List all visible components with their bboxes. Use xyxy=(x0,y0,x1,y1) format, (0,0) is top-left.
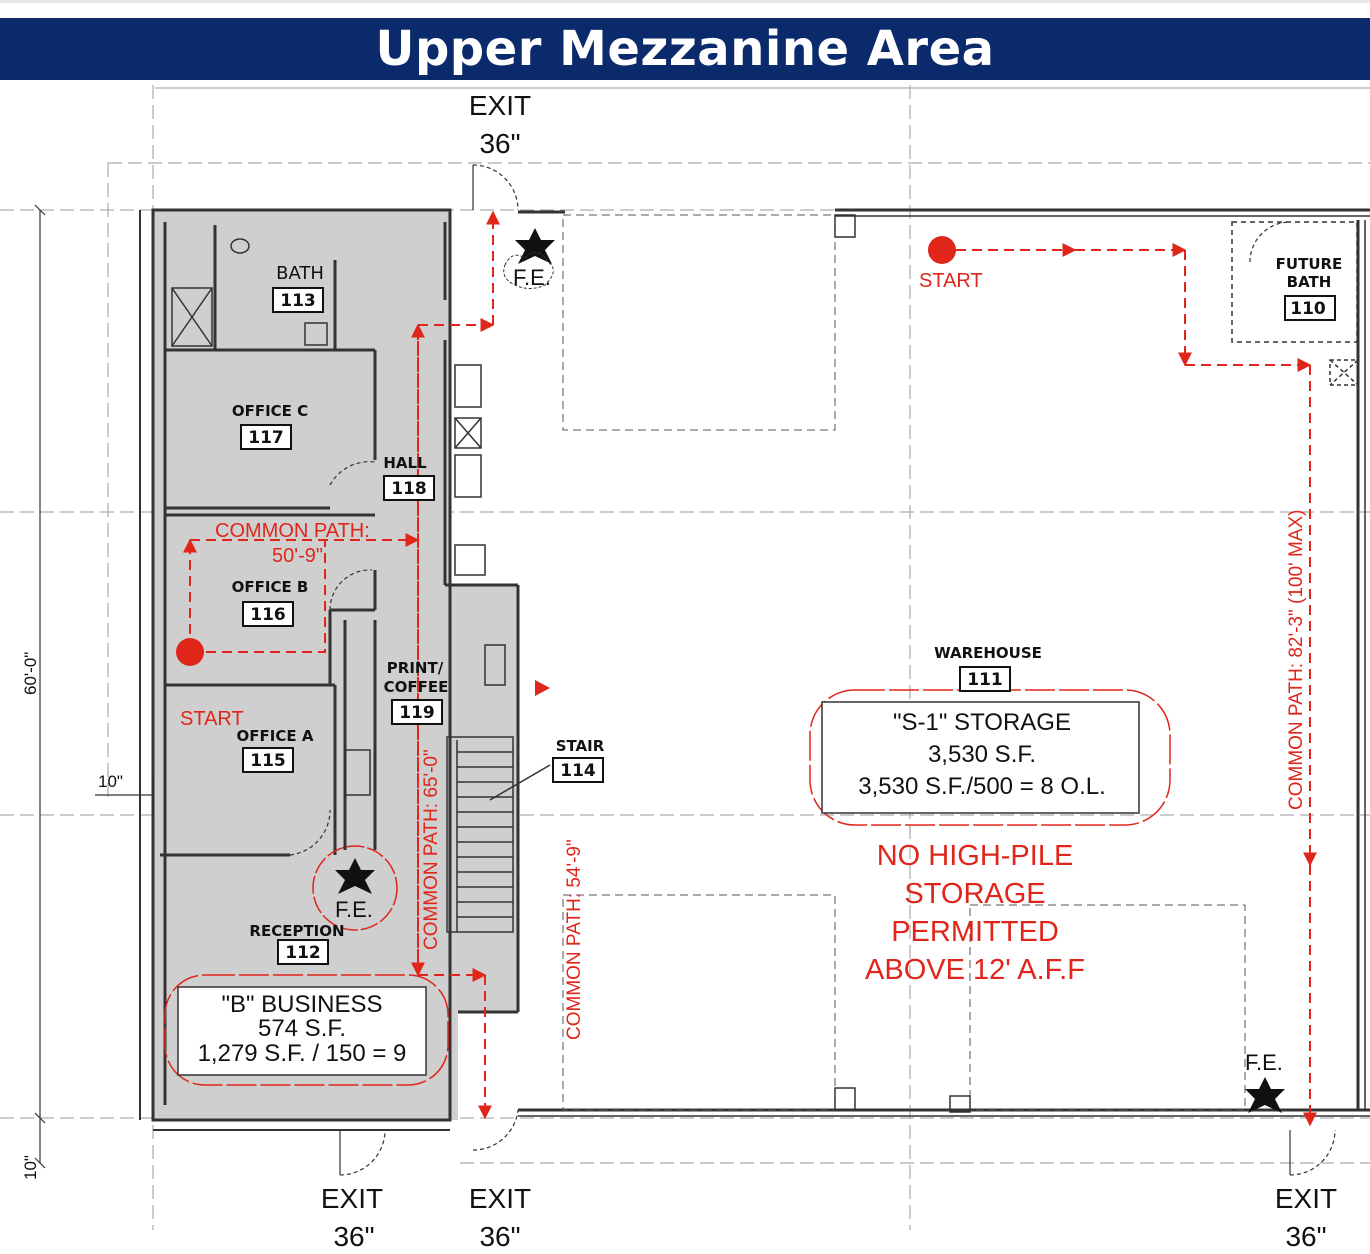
common-path-82: COMMON PATH: 82'-3" (100' MAX) xyxy=(1286,510,1307,810)
note-line4: ABOVE 12' A.F.F xyxy=(865,954,1085,986)
business-occupancy-box xyxy=(177,986,427,1076)
storage-occupancy-line2: 3,530 S.F. xyxy=(928,741,1036,768)
dimension-offset-left: 10" xyxy=(98,772,123,791)
room-name-bath: BATH xyxy=(276,263,324,284)
room-name-future-bath-line1: FUTURE xyxy=(1276,255,1343,273)
room-number-bath: 113 xyxy=(280,291,316,311)
room-number-print: 119 xyxy=(399,703,435,723)
room-name-office-a: OFFICE A xyxy=(237,727,314,745)
business-occupancy-line2: 574 S.F. xyxy=(258,1015,346,1042)
exit-bottom-left-width: 36" xyxy=(333,1221,374,1252)
start-label-warehouse: START xyxy=(919,270,983,292)
storage-occupancy-box xyxy=(821,701,1140,814)
start-marker-icon xyxy=(928,236,956,264)
room-name-reception: RECEPTION xyxy=(249,922,344,940)
warehouse-dashed-zones xyxy=(562,214,1246,1111)
business-occupancy-line3: 1,279 S.F. / 150 = 9 xyxy=(198,1040,407,1067)
room-name-office-c: OFFICE C xyxy=(232,402,308,420)
room-name-stair: STAIR xyxy=(556,737,605,755)
common-path-54: COMMON PATH: 54'-9" xyxy=(564,839,585,1040)
fixtures xyxy=(171,214,1359,1113)
note-line2: STORAGE xyxy=(904,878,1045,910)
fe-label-top: F.E. xyxy=(513,265,551,290)
revision-clouds xyxy=(164,251,1171,1086)
room-number-reception: 112 xyxy=(285,943,321,963)
page-title: Upper Mezzanine Area xyxy=(375,21,995,77)
room-number-boxes xyxy=(240,287,1336,965)
room-number-office-c: 117 xyxy=(248,428,284,448)
door-swings xyxy=(289,164,1336,1176)
room-number-future-bath: 110 xyxy=(1290,299,1326,319)
exit-bottom-mid-width: 36" xyxy=(479,1221,520,1252)
room-name-hall: HALL xyxy=(383,454,427,472)
fire-extinguisher-icon xyxy=(335,228,1285,1113)
common-path-office-value: 50'-9" xyxy=(272,545,323,567)
dimension-height: 60'-0" xyxy=(21,652,40,695)
dimension-lines xyxy=(34,204,154,1169)
storage-occupancy-line1: "S-1" STORAGE xyxy=(893,709,1071,736)
note-line1: NO HIGH-PILE xyxy=(877,840,1074,872)
egress-paths xyxy=(183,210,1317,1127)
title-banner: Upper Mezzanine Area xyxy=(0,18,1370,80)
fe-label-reception: F.E. xyxy=(335,897,373,922)
room-number-office-b: 116 xyxy=(250,605,286,625)
room-name-future-bath-line2: BATH xyxy=(1287,273,1332,291)
dimension-offset-bottom: 10" xyxy=(21,1155,40,1180)
room-name-print-line2: COFFEE xyxy=(384,678,449,696)
stair-treads xyxy=(446,736,551,933)
room-name-warehouse: WAREHOUSE xyxy=(934,644,1042,662)
room-name-office-b: OFFICE B xyxy=(232,578,309,596)
exit-bottom-right-label: EXIT xyxy=(1275,1183,1337,1214)
start-marker-icon xyxy=(176,638,204,666)
note-line3: PERMITTED xyxy=(891,916,1059,948)
room-number-office-a: 115 xyxy=(250,751,286,771)
exit-top-width: 36" xyxy=(479,128,520,159)
exit-top-label: EXIT xyxy=(469,90,531,121)
exit-bottom-mid-label: EXIT xyxy=(469,1183,531,1214)
arrow-icon xyxy=(535,680,550,696)
common-path-65: COMMON PATH: 65'-0" xyxy=(421,749,442,950)
business-occupancy-line1: "B" BUSINESS xyxy=(221,991,382,1018)
room-number-warehouse: 111 xyxy=(967,670,1003,690)
exit-bottom-left-label: EXIT xyxy=(321,1183,383,1214)
fe-label-warehouse: F.E. xyxy=(1245,1050,1283,1075)
exit-bottom-right-width: 36" xyxy=(1285,1221,1326,1252)
storage-occupancy-line3: 3,530 S.F./500 = 8 O.L. xyxy=(858,773,1106,800)
start-label-office: START xyxy=(180,708,244,730)
top-edge xyxy=(0,0,1370,3)
common-path-office-label: COMMON PATH: xyxy=(215,520,370,542)
room-number-hall: 118 xyxy=(391,479,427,499)
room-number-stair: 114 xyxy=(560,761,596,781)
room-name-print-line1: PRINT/ xyxy=(387,659,444,677)
